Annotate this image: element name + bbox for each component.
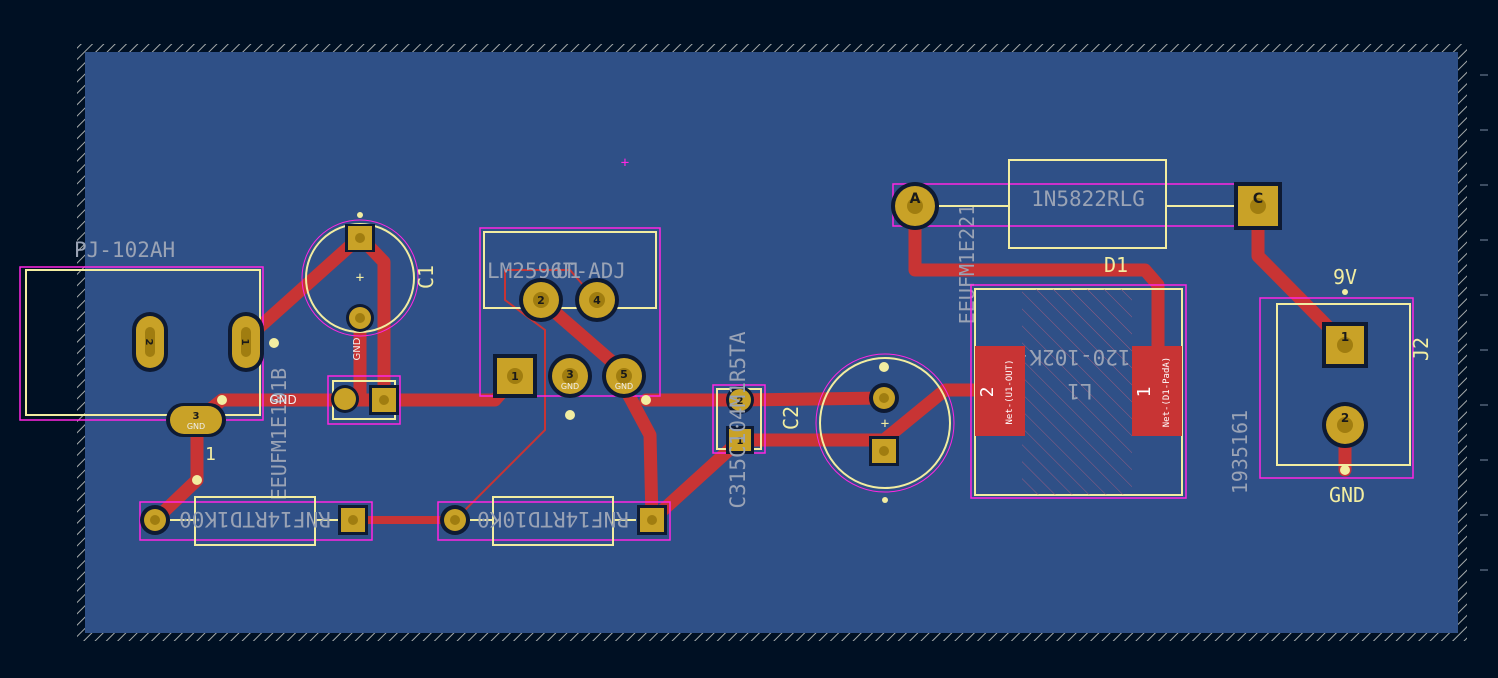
svg-text:4: 4 (593, 294, 601, 307)
c3-left-capacitor[interactable] (327, 375, 401, 425)
c3-left-pad-2[interactable] (334, 388, 356, 410)
j1-barrel-jack[interactable]: PJ-102AH 1 2 1 3 GND (19, 238, 279, 465)
c3-capacitor[interactable]: 2 1 C315C104M1R5TA (712, 331, 766, 509)
svg-text:1: 1 (737, 436, 744, 447)
c3-pad-2[interactable] (729, 389, 751, 411)
svg-text:3: 3 (566, 368, 574, 381)
svg-text:2: 2 (537, 294, 545, 307)
svg-text:+: + (881, 416, 889, 432)
svg-text:1: 1 (511, 370, 519, 383)
d1-ref-label: D1 (1104, 253, 1128, 277)
j2-ref-label: J2 (1409, 337, 1433, 361)
j2-terminal-block[interactable]: 9V GND J2 1935161 1 2 (1228, 265, 1433, 507)
c3-pad-1[interactable] (729, 429, 751, 451)
svg-text:2: 2 (1341, 411, 1349, 425)
gnd-net-label: GND (269, 393, 297, 407)
svg-text:1: 1 (239, 339, 250, 346)
c1-ref-label: C1 (414, 265, 438, 289)
svg-text:2: 2 (737, 396, 744, 407)
j1-value-label: PJ-102AH (74, 238, 175, 262)
l1-pad-1[interactable] (1132, 346, 1182, 436)
d1-diode[interactable]: 1N5822RLG D1 A C (891, 159, 1282, 277)
c2-capacitor[interactable]: + C2 EEUFM1E221 (779, 204, 979, 503)
svg-text:Net-(D1-PadA): Net-(D1-PadA) (1162, 357, 1172, 427)
svg-text:GND: GND (352, 337, 363, 360)
j1-ref-label: 1 (205, 444, 216, 465)
svg-text:+: + (356, 270, 364, 286)
svg-text:3: 3 (193, 411, 200, 422)
j2-value-label: 1935161 (1228, 410, 1252, 494)
origin-cross-icon: + (621, 155, 629, 171)
j2-label-9v: 9V (1333, 265, 1357, 289)
r2-value-label: RNF14RTD10K0 (477, 507, 629, 531)
j2-label-gnd: GND (1329, 483, 1365, 507)
svg-text:GND: GND (561, 382, 579, 391)
l1-inductor[interactable]: PM2120-102K-RC L1 2 Net-(U1-OUT) 1 Net-(… (970, 284, 1187, 499)
svg-text:Net-(U1-OUT): Net-(U1-OUT) (1005, 359, 1015, 424)
svg-text:2: 2 (143, 339, 154, 346)
svg-text:GND: GND (187, 422, 205, 431)
u1-regulator[interactable]: LM2596T-ADJ U1 1 2 3 GND 4 5 GND (479, 227, 661, 420)
svg-text:1: 1 (1134, 387, 1155, 398)
svg-text:A: A (910, 191, 921, 207)
c1-value-label: EEUFM1E101B (267, 368, 291, 500)
j1-pad-3[interactable] (170, 406, 222, 434)
svg-text:GND: GND (615, 382, 633, 391)
c2-ref-label: C2 (779, 406, 803, 430)
c1-capacitor[interactable]: + GND C1 EEUFM1E101B (267, 212, 438, 500)
c3-value-label: C315C104M1R5TA (726, 331, 750, 508)
svg-text:C: C (1253, 191, 1263, 207)
svg-text:5: 5 (620, 368, 628, 381)
r1-resistor[interactable]: RNF14RTD1K00 R1 (139, 496, 373, 546)
svg-text:2: 2 (977, 387, 998, 398)
l1-pad-2[interactable] (975, 346, 1025, 436)
svg-text:1: 1 (1341, 330, 1349, 344)
r1-value-label: RNF14RTD1K00 (179, 507, 331, 531)
d1-value-label: 1N5822RLG (1031, 187, 1145, 211)
l1-ref-label: L1 (1067, 379, 1092, 403)
u1-ref-label: U1 (556, 259, 581, 283)
copper-pour-gnd (85, 52, 1458, 633)
r2-resistor[interactable]: RNF14RTD10K0 R2 (437, 496, 671, 546)
